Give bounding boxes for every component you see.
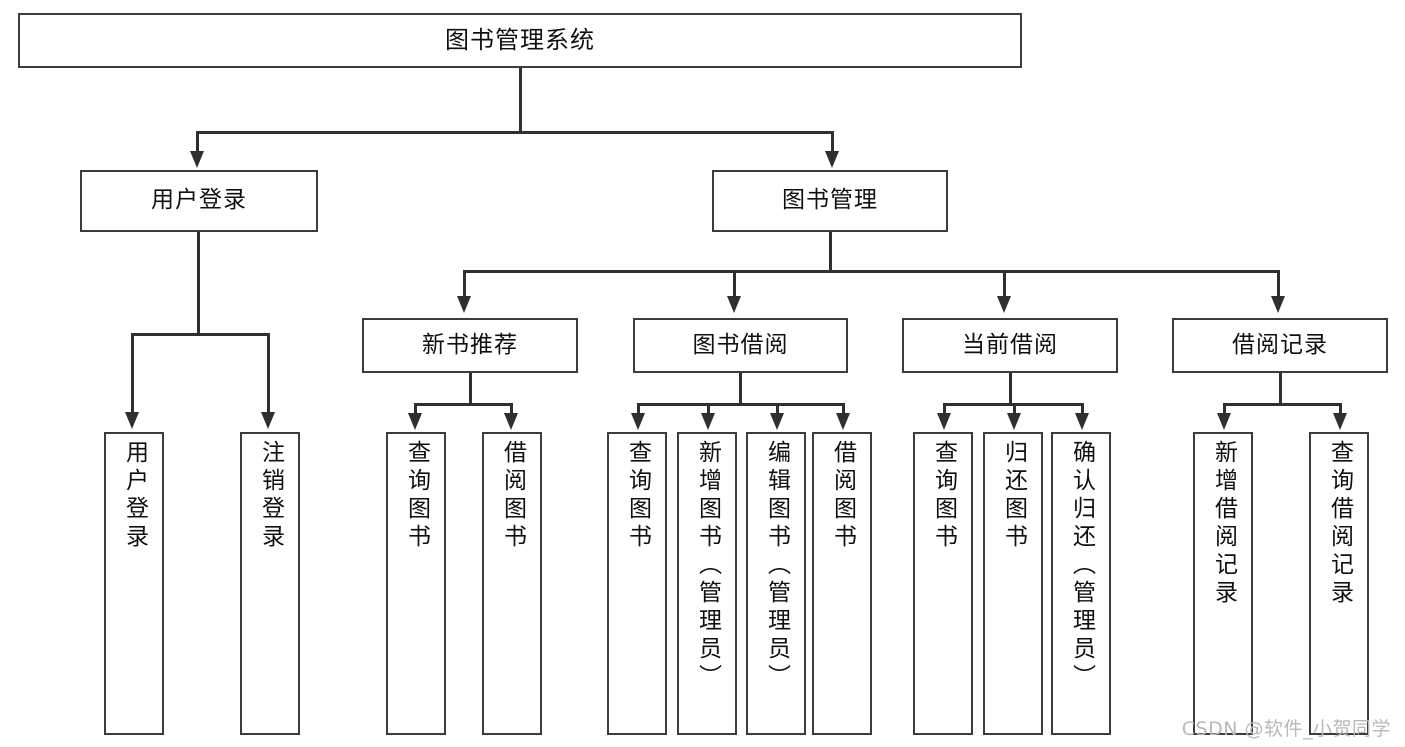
node-user-login[interactable]: 用户登录 (80, 170, 318, 232)
arrow-to-leaf-confirm-return (1075, 413, 1089, 430)
connector-user-login-bus (131, 333, 269, 336)
node-label: 当前借阅 (962, 331, 1058, 358)
node-borrow-record[interactable]: 借阅记录 (1172, 318, 1388, 373)
connector-new-book-stem (469, 373, 472, 405)
connector-level3-drop-1 (463, 270, 466, 298)
arrow-to-user-login (190, 151, 204, 168)
csdn-watermark: CSDN @软件_小贺同学 (1181, 718, 1391, 740)
node-label: 图书管理系统 (445, 26, 595, 55)
arrow-to-leaf-add-book (701, 413, 715, 430)
connector-current-borrow-bus (943, 403, 1081, 406)
connector-current-borrow-drop-3 (1081, 403, 1084, 415)
arrow-to-leaf-borrow-book-1 (504, 413, 518, 430)
connector-borrow-record-drop-2 (1339, 403, 1342, 415)
connector-book-borrow-drop-2 (707, 403, 710, 415)
connector-level3-drop-3 (1003, 270, 1006, 298)
connector-level3-drop-2 (733, 270, 736, 298)
node-label: 借阅记录 (1232, 331, 1328, 358)
arrow-to-leaf-user-login (125, 412, 139, 429)
connector-level2-drop-1 (196, 131, 199, 153)
leaf-confirm-return-admin[interactable]: 确认归还（管理员） (1051, 432, 1111, 735)
leaf-borrow-book-new-recommend[interactable]: 借阅图书 (482, 432, 542, 735)
leaf-query-book-borrow[interactable]: 查询图书 (607, 432, 667, 735)
node-label: 新增借阅记录 (1210, 440, 1237, 608)
connector-user-login-stem (197, 232, 200, 335)
connector-new-book-drop-2 (510, 403, 513, 415)
leaf-query-book-current[interactable]: 查询图书 (913, 432, 973, 735)
connector-book-borrow-stem (739, 373, 742, 405)
node-label: 查询借阅记录 (1326, 440, 1353, 608)
leaf-edit-book-admin[interactable]: 编辑图书（管理员） (746, 432, 806, 735)
leaf-add-book-admin[interactable]: 新增图书（管理员） (677, 432, 737, 735)
arrow-to-leaf-query-book-3 (937, 413, 951, 430)
connector-book-borrow-drop-3 (776, 403, 779, 415)
leaf-user-login[interactable]: 用户登录 (104, 432, 164, 735)
arrow-to-current-borrow (997, 296, 1011, 313)
node-label: 查询图书 (403, 440, 430, 552)
connector-borrow-record-stem (1279, 373, 1282, 405)
connector-book-borrow-bus (637, 403, 844, 406)
node-label: 新书推荐 (422, 331, 518, 358)
node-book-borrow[interactable]: 图书借阅 (633, 318, 848, 373)
node-label: 图书借阅 (692, 331, 789, 358)
arrow-to-leaf-query-record (1333, 413, 1347, 430)
leaf-logout[interactable]: 注销登录 (240, 432, 300, 735)
node-label: 注销登录 (257, 440, 284, 552)
connector-level2-drop-2 (831, 131, 834, 153)
node-label: 用户登录 (121, 440, 148, 552)
node-label: 借阅图书 (499, 440, 526, 552)
node-label: 借阅图书 (829, 440, 856, 552)
node-label: 新增图书（管理员） (694, 440, 721, 692)
leaf-query-borrow-record[interactable]: 查询借阅记录 (1309, 432, 1369, 735)
connector-book-borrow-drop-1 (637, 403, 640, 415)
connector-book-management-stem (829, 232, 832, 272)
arrow-to-leaf-query-book-2 (631, 413, 645, 430)
node-current-borrow[interactable]: 当前借阅 (902, 318, 1118, 373)
arrow-to-leaf-add-record (1217, 413, 1231, 430)
connector-level3-bus (463, 270, 1280, 273)
connector-level2-bus (196, 131, 833, 134)
node-label: 用户登录 (151, 187, 247, 214)
arrow-to-new-book-recommend (457, 296, 471, 313)
connector-new-book-drop-1 (414, 403, 417, 415)
arrow-to-borrow-record (1271, 296, 1285, 313)
leaf-query-book-new-recommend[interactable]: 查询图书 (386, 432, 446, 735)
arrow-to-leaf-query-book-1 (408, 413, 422, 430)
node-label: 归还图书 (1000, 440, 1027, 552)
connector-new-book-bus (414, 403, 512, 406)
connector-book-borrow-drop-4 (842, 403, 845, 415)
connector-current-borrow-drop-1 (943, 403, 946, 415)
connector-root-stem (519, 68, 522, 133)
connector-borrow-record-bus (1223, 403, 1341, 406)
connector-borrow-record-drop-1 (1223, 403, 1226, 415)
connector-user-login-drop-2 (267, 333, 270, 414)
leaf-return-book[interactable]: 归还图书 (983, 432, 1043, 735)
node-new-book-recommend[interactable]: 新书推荐 (362, 318, 578, 373)
node-label: 查询图书 (930, 440, 957, 552)
leaf-add-borrow-record[interactable]: 新增借阅记录 (1193, 432, 1253, 735)
connector-current-borrow-stem (1009, 373, 1012, 405)
node-label: 查询图书 (624, 440, 651, 552)
node-label: 确认归还（管理员） (1068, 440, 1095, 692)
connector-level3-drop-4 (1277, 270, 1280, 298)
arrow-to-leaf-edit-book (770, 413, 784, 430)
leaf-borrow-book[interactable]: 借阅图书 (812, 432, 872, 735)
connector-user-login-drop-1 (131, 333, 134, 414)
node-root-library-system[interactable]: 图书管理系统 (18, 13, 1022, 68)
arrow-to-leaf-return-book (1007, 413, 1021, 430)
node-label: 图书管理 (782, 187, 878, 214)
arrow-to-leaf-logout (261, 412, 275, 429)
connector-current-borrow-drop-2 (1013, 403, 1016, 415)
arrow-to-book-borrow (727, 296, 741, 313)
arrow-to-book-management (825, 151, 839, 168)
node-label: 编辑图书（管理员） (763, 440, 790, 692)
node-book-management[interactable]: 图书管理 (712, 170, 948, 232)
arrow-to-leaf-borrow-book-2 (836, 413, 850, 430)
